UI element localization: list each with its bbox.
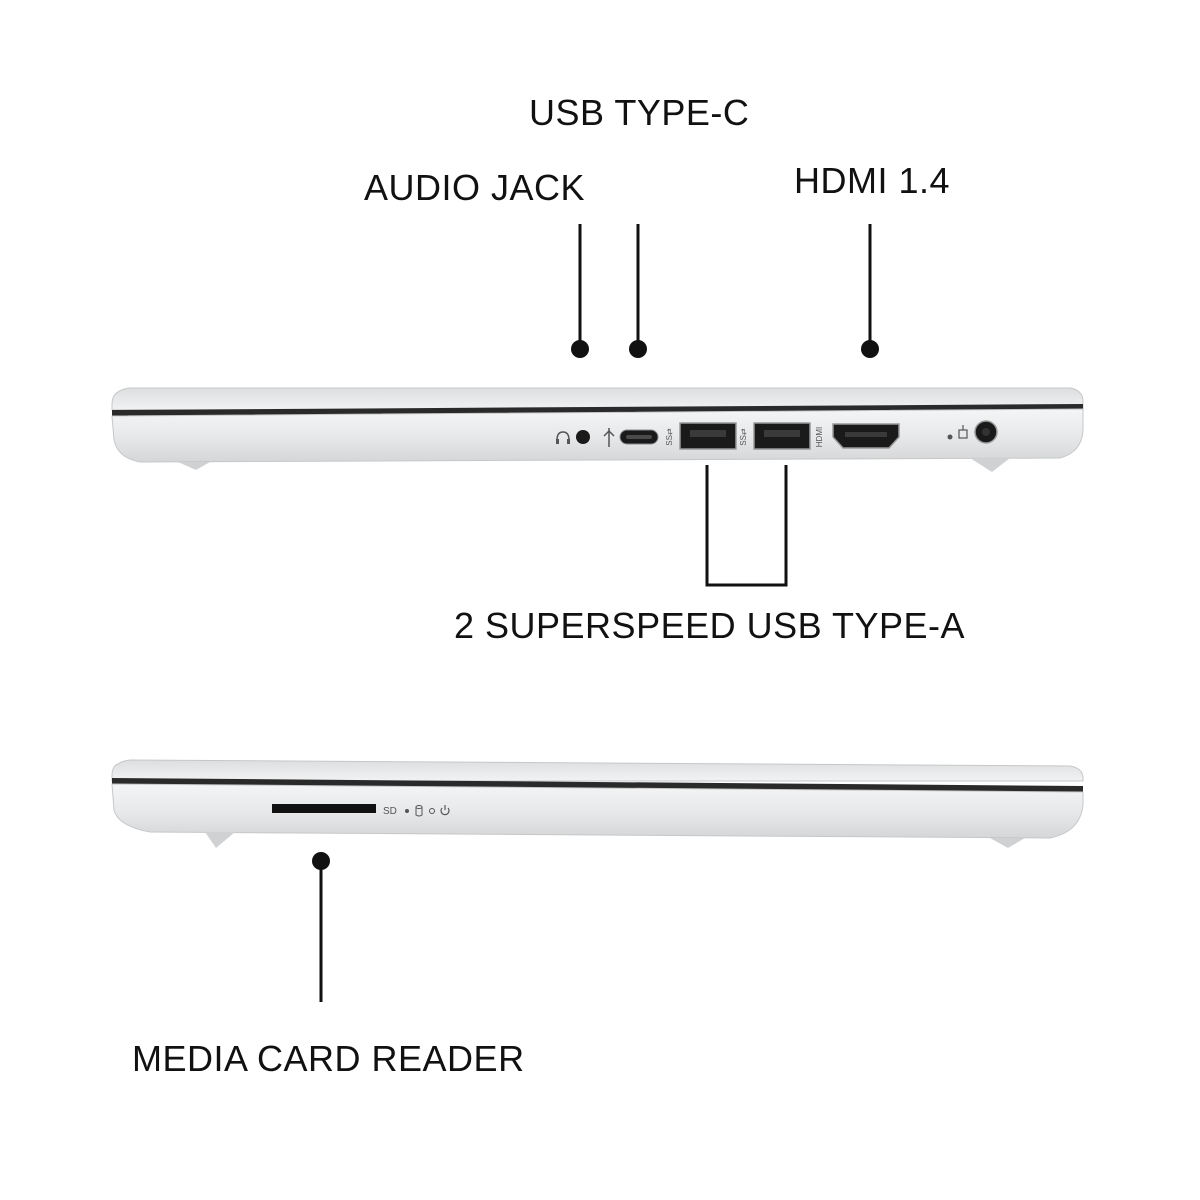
- drive-icon: [415, 805, 423, 817]
- front-foot: [178, 462, 210, 470]
- base-body: [111, 783, 1084, 839]
- bezel-line: [112, 404, 1083, 416]
- charging-led: [947, 434, 953, 440]
- activity-led: [405, 809, 409, 813]
- lid-edge: [111, 387, 1084, 411]
- audio-jack-leader-dot: [571, 340, 589, 358]
- audio-jack-port: [576, 430, 590, 444]
- ss-usb-icon-2: SS⇄: [739, 428, 748, 446]
- usb-type-c-label: USB TYPE-C: [529, 92, 750, 133]
- media-card-reader-label: MEDIA CARD READER: [132, 1038, 525, 1079]
- sd-port-text: SD: [383, 806, 397, 817]
- base-body: [111, 408, 1084, 463]
- ss-usb-icon-1: SS⇄: [665, 428, 674, 446]
- usb-type-a-label: 2 SUPERSPEED USB TYPE-A: [454, 605, 965, 646]
- hdmi-leader-dot: [861, 340, 879, 358]
- headphone-icon: [556, 431, 570, 444]
- usb-trident-icon: [603, 428, 615, 447]
- lid-edge: [111, 759, 1084, 782]
- hdmi-label: HDMI 1.4: [794, 160, 951, 201]
- callout-leaders-right: [571, 224, 879, 587]
- front-foot: [205, 832, 235, 848]
- power-icon: [440, 805, 450, 816]
- usb-type-c-leader-dot: [629, 340, 647, 358]
- bezel-line: [112, 778, 1083, 792]
- laptop-left-side: SD: [111, 759, 1084, 848]
- rear-foot: [990, 838, 1025, 848]
- audio-jack-label: AUDIO JACK: [364, 167, 586, 208]
- laptop-right-side: SS⇄ SS⇄ HDMI: [111, 387, 1084, 472]
- power-led: [429, 808, 435, 814]
- rear-foot: [970, 458, 1010, 472]
- usb-type-a-bracket: [705, 465, 788, 587]
- sd-card-slot: [272, 804, 376, 813]
- power-plug-icon: [958, 425, 968, 439]
- hdmi-port-text: HDMI: [815, 427, 824, 447]
- callout-leaders-left: [312, 852, 330, 1002]
